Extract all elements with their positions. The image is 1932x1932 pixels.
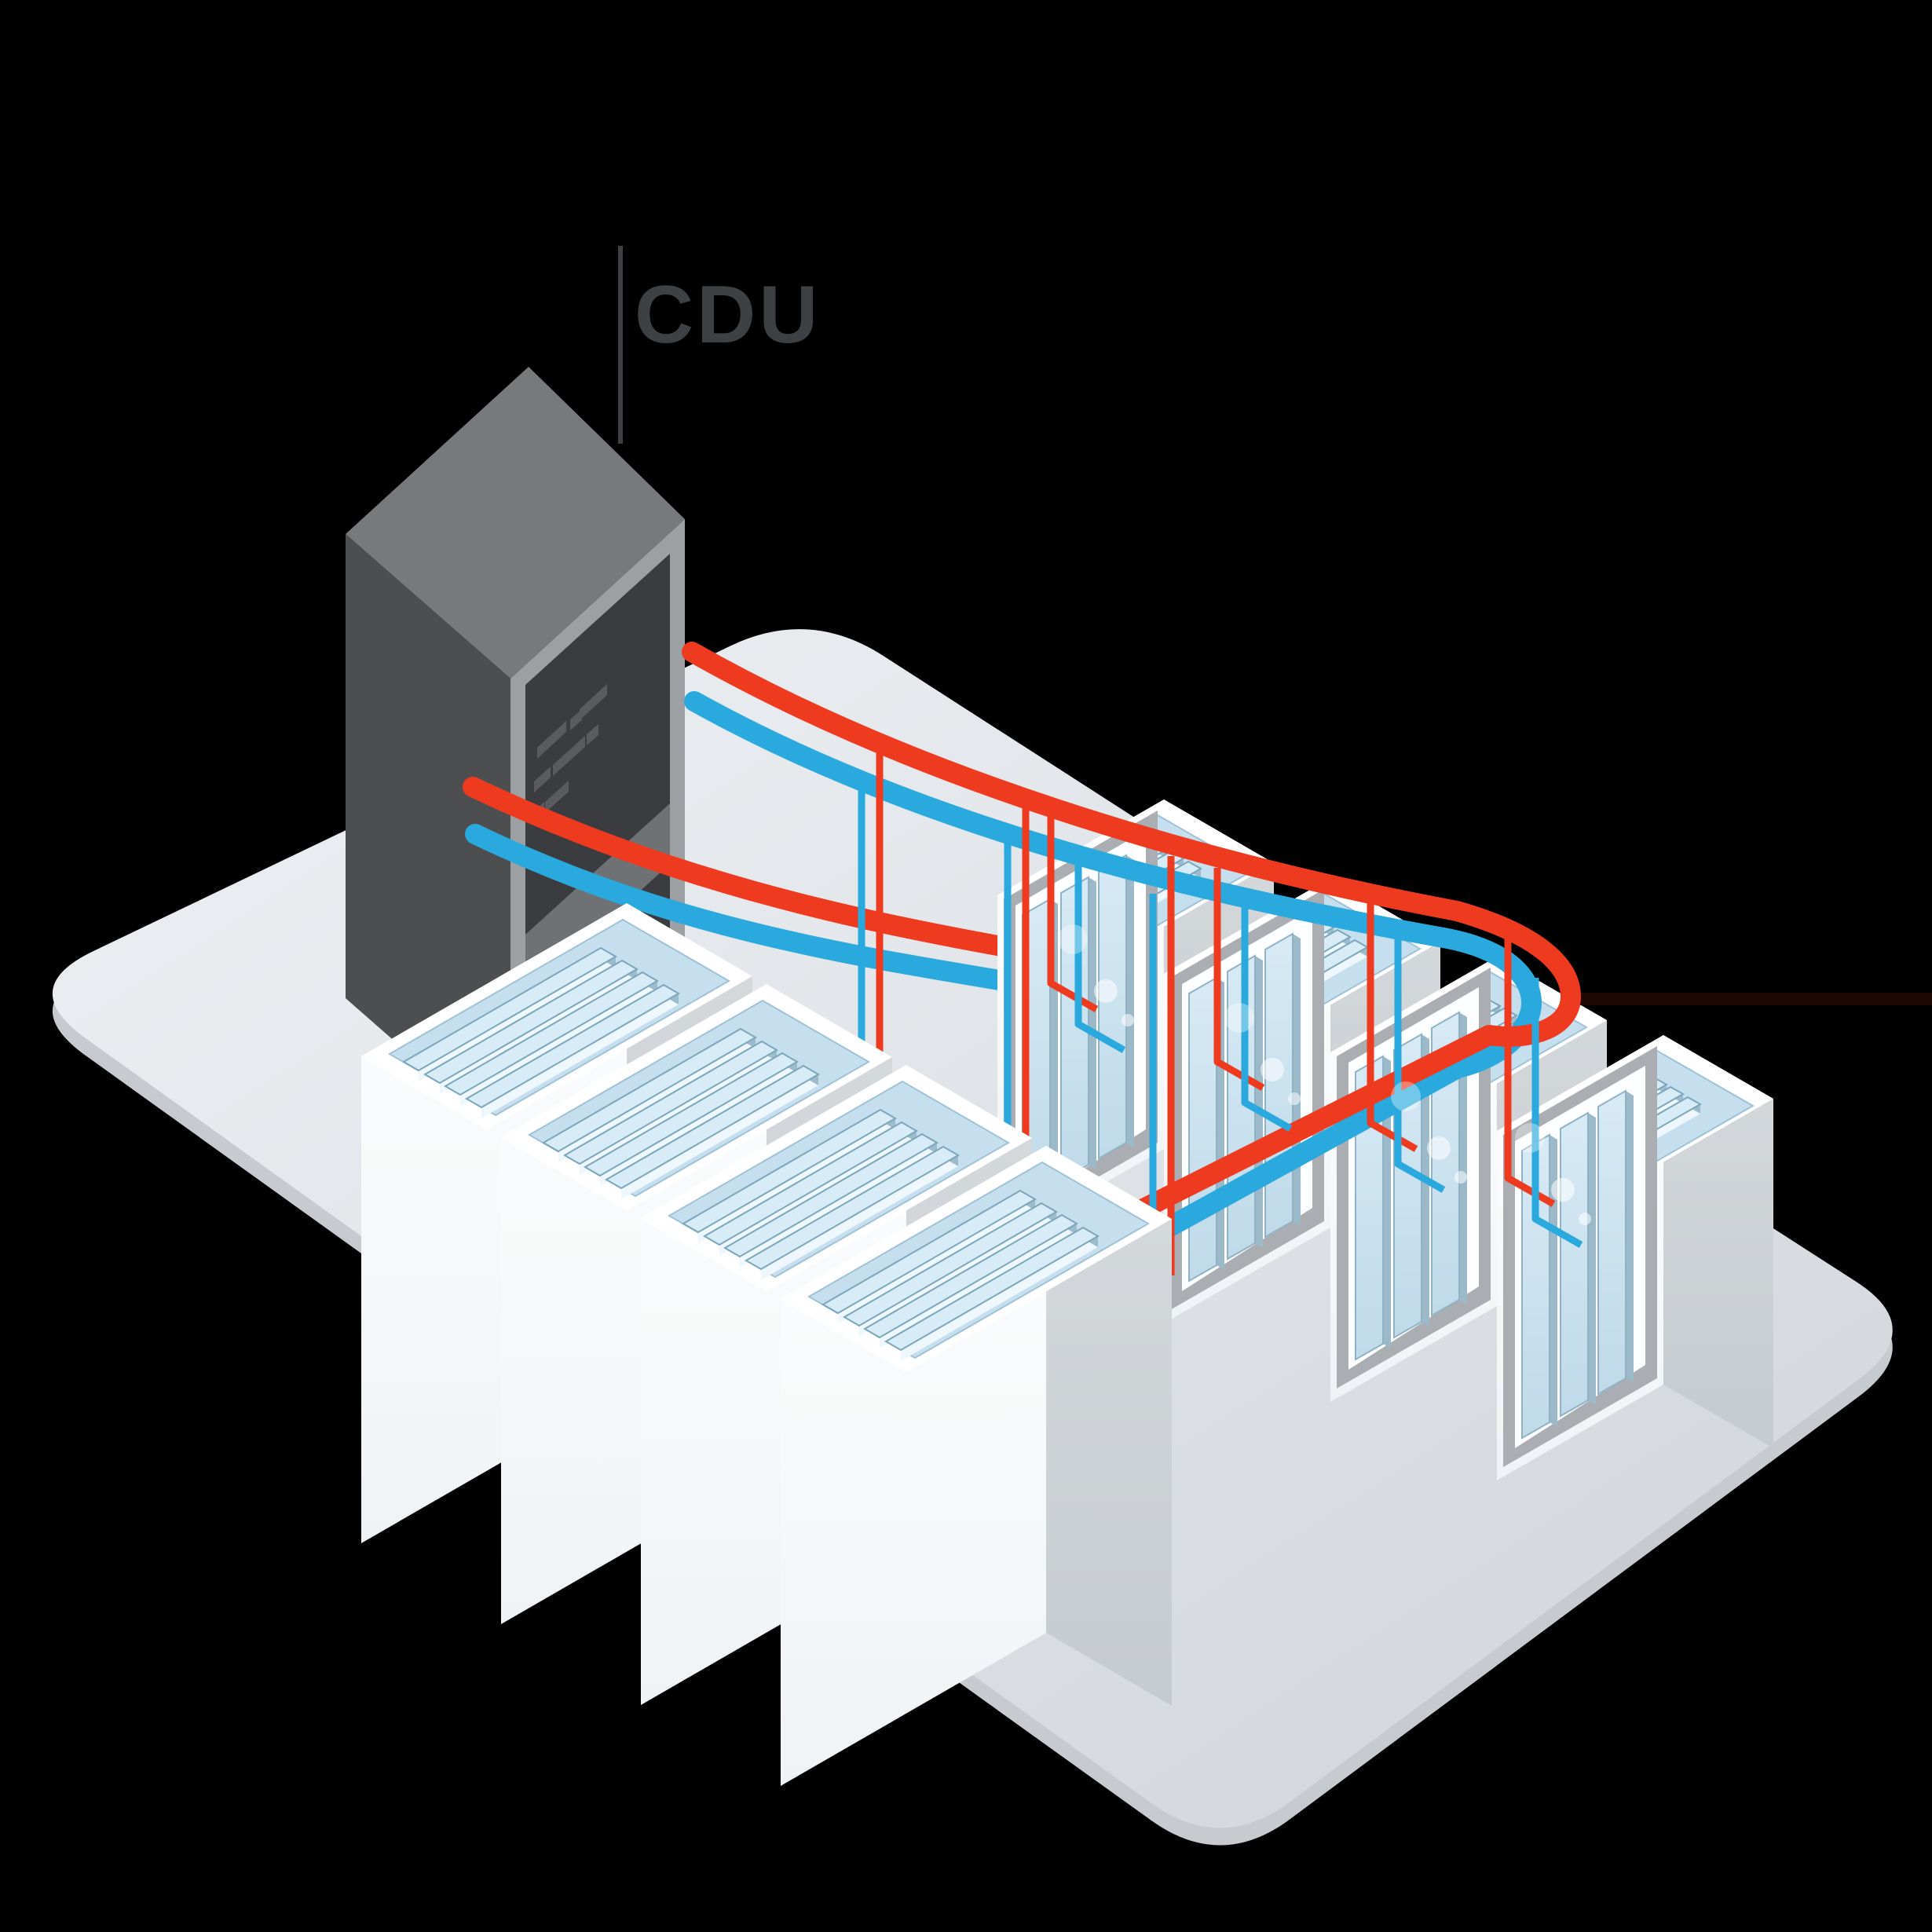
coolant-bubbles — [1058, 924, 1591, 1225]
cdu-label: CDU — [635, 269, 821, 360]
pipes-upper-loop — [682, 642, 1932, 1272]
cold-drop-back-1 — [1074, 848, 1126, 1053]
cold-drop-back-2 — [1241, 905, 1293, 1132]
pipes-lower-run — [463, 777, 1025, 992]
cabinet-left-face — [346, 534, 510, 1143]
hot-pipe-lower-run — [463, 777, 1025, 959]
cold-pipe-lower-run — [465, 824, 1019, 992]
cabinet-top-face — [346, 367, 685, 679]
cabinet-vent-grille — [532, 684, 607, 823]
hot-pipe-upper-loop — [682, 642, 1581, 1225]
back-rack-drops — [1047, 813, 1591, 1248]
cold-drop-back-4 — [1531, 978, 1583, 1248]
cold-drop-back-3 — [1394, 935, 1446, 1193]
